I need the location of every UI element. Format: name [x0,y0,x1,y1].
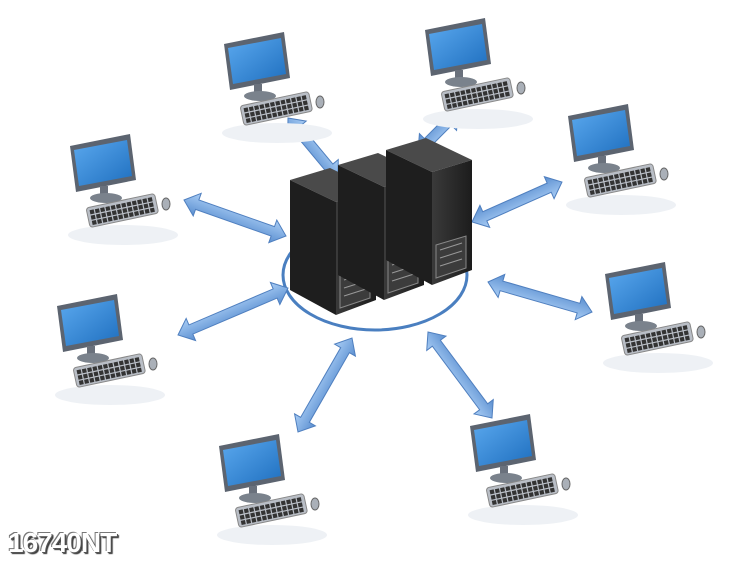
keyboard-icon [486,473,559,508]
computer-3 [566,104,676,215]
computer-2 [423,18,533,129]
screen [572,110,630,156]
mouse-icon [561,477,571,491]
double-arrow-icon [177,281,289,342]
keyboard-icon [86,193,159,228]
computer-8 [68,134,178,245]
mouse-icon [516,81,526,95]
keyboard-icon [584,163,657,198]
mouse-icon [148,357,158,371]
keyboard-icon [235,493,308,528]
mouse-icon [696,325,706,339]
double-arrow-icon [426,331,494,419]
computer-6 [217,434,327,545]
screen [74,140,132,186]
keyboard-icon [240,91,313,126]
double-arrow-icon [293,337,357,433]
computer-4 [603,262,713,373]
mouse-icon [310,497,320,511]
keyboard-icon [441,77,514,112]
mouse-icon [315,95,325,109]
screen [228,38,286,84]
server-tower-3 [386,138,472,285]
screen [474,420,532,466]
screen [609,268,667,314]
mouse-icon [659,167,669,181]
computer-7 [55,294,165,405]
double-arrow-icon [487,273,593,321]
screen [429,24,487,70]
keyboard-icon [621,321,694,356]
server-cluster [290,138,472,315]
double-arrow-icon [183,192,287,244]
screen [61,300,119,346]
watermark-code: 16740NT [8,527,117,558]
screen [223,440,281,486]
mouse-icon [161,197,171,211]
computer-1 [222,32,332,143]
computer-5 [468,414,578,525]
keyboard-icon [73,353,146,388]
double-arrow-icon [471,175,563,229]
